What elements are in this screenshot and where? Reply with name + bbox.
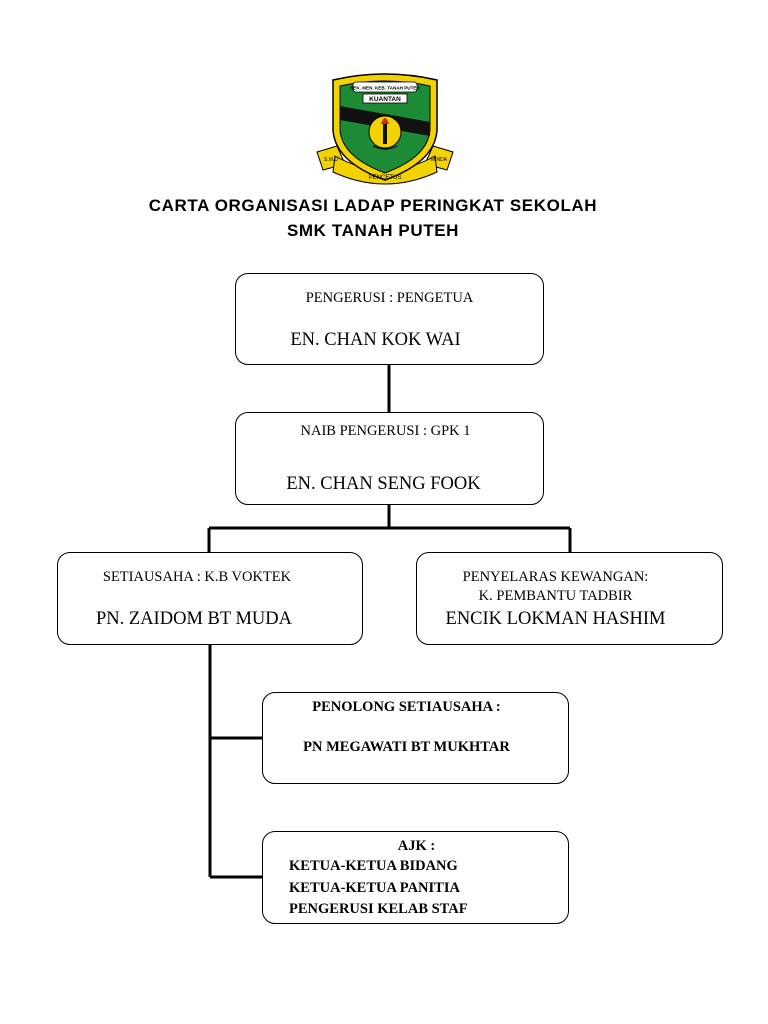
secretary-name: PN. ZAIDOM BT MUDA bbox=[96, 609, 292, 629]
crest-center-ribbon-text: PENCETUS bbox=[369, 175, 402, 181]
crest-left-ribbon-text: S.M.U bbox=[324, 157, 338, 163]
vice-chairman-name: EN. CHAN SENG FOOK bbox=[286, 474, 481, 494]
committee-role: AJK : bbox=[397, 838, 436, 854]
committee-member: KETUA-KETUA BIDANG bbox=[289, 858, 458, 874]
committee-box: AJK : KETUA-KETUA BIDANG KETUA-KETUA PAN… bbox=[262, 831, 569, 924]
assistant-secretary-box: PENOLONG SETIAUSAHA : PN MEGAWATI BT MUK… bbox=[262, 692, 569, 784]
vice-chairman-box: NAIB PENGERUSI : GPK 1 EN. CHAN SENG FOO… bbox=[235, 412, 544, 505]
crest-band-text: KUANTAN bbox=[369, 96, 401, 103]
finance-name: ENCIK LOKMAN HASHIM bbox=[445, 609, 666, 629]
chairman-box: PENGERUSI : PENGETUA EN. CHAN KOK WAI bbox=[235, 273, 544, 365]
committee-member: PENGERUSI KELAB STAF bbox=[289, 901, 468, 917]
page-title: CARTA ORGANISASI LADAP PERINGKAT SEKOLAH bbox=[148, 196, 598, 215]
chairman-name: EN. CHAN KOK WAI bbox=[290, 330, 461, 350]
assistant-secretary-role: PENOLONG SETIAUSAHA : bbox=[312, 699, 501, 715]
assistant-secretary-name: PN MEGAWATI BT MUKHTAR bbox=[303, 739, 510, 755]
school-crest-logo: SEK. MEN. KEB. TANAH PUTEH KUANTAN S.M.U… bbox=[316, 73, 454, 185]
crest-top-text: SEK. MEN. KEB. TANAH PUTEH bbox=[350, 86, 420, 91]
committee-member: KETUA-KETUA PANITIA bbox=[289, 880, 460, 896]
finance-role-line2: K. PEMBANTU TADBIR bbox=[478, 588, 633, 604]
chairman-role: PENGERUSI : PENGETUA bbox=[305, 290, 474, 306]
secretary-role: SETIAUSAHA : K.B VOKTEK bbox=[102, 569, 292, 585]
page-subtitle: SMK TANAH PUTEH bbox=[286, 221, 460, 240]
finance-role-line1: PENYELARAS KEWANGAN: bbox=[462, 569, 649, 585]
secretary-box: SETIAUSAHA : K.B VOKTEK PN. ZAIDOM BT MU… bbox=[57, 552, 363, 645]
vice-chairman-role: NAIB PENGERUSI : GPK 1 bbox=[300, 423, 471, 439]
crest-right-ribbon-text: MINDA bbox=[431, 157, 448, 163]
finance-coordinator-box: PENYELARAS KEWANGAN: K. PEMBANTU TADBIR … bbox=[416, 552, 723, 645]
